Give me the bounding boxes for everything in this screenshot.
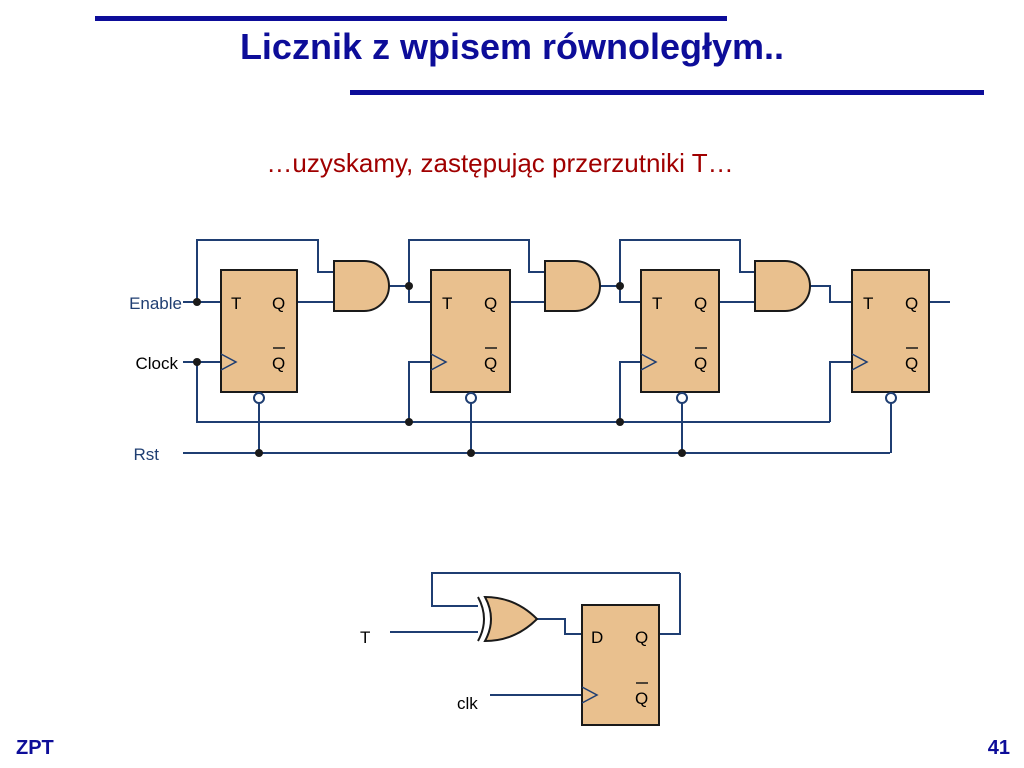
flipflop-4: T Q Q — [851, 269, 930, 404]
flipflop-1: T Q Q — [220, 269, 298, 404]
and-gate-3 — [754, 260, 811, 312]
ff3-t-label: T — [652, 294, 662, 313]
dff-qbar-label: Q — [635, 689, 648, 708]
ff2-q-label: Q — [484, 294, 497, 313]
ff3-q-label: Q — [694, 294, 707, 313]
ff4-t-label: T — [863, 294, 873, 313]
rst-label: Rst — [134, 445, 160, 464]
and-gate-1 — [333, 260, 390, 312]
flipflop-2: T Q Q — [430, 269, 511, 404]
ff1-q-label: Q — [272, 294, 285, 313]
ff2-qbar-label: Q — [484, 354, 497, 373]
ff1-t-label: T — [231, 294, 241, 313]
dff-d-label: D — [591, 628, 603, 647]
and-gate-2 — [544, 260, 601, 312]
ff4-qbar-label: Q — [905, 354, 918, 373]
slide-subtitle: …uzyskamy, zastępując przerzutniki T… — [266, 148, 734, 178]
ff2-t-label: T — [442, 294, 452, 313]
slide-title: Licznik z wpisem równoległym.. — [239, 26, 785, 67]
ff1-qbar-label: Q — [272, 354, 285, 373]
d-flipflop: D Q Q — [581, 604, 660, 726]
clock-label: Clock — [135, 354, 178, 373]
enable-label: Enable — [129, 294, 182, 313]
flipflop-3: T Q Q — [640, 269, 720, 404]
t-input-label: T — [360, 628, 370, 647]
ff4-q-label: Q — [905, 294, 918, 313]
title-underline — [350, 90, 984, 95]
ff3-qbar-label: Q — [694, 354, 707, 373]
footer-label: ZPT — [16, 737, 54, 759]
dff-q-label: Q — [635, 628, 648, 647]
page-number: 41 — [987, 737, 1010, 759]
top-rule — [95, 16, 727, 21]
clk-input-label: clk — [457, 694, 478, 713]
xor-gate — [477, 595, 539, 643]
